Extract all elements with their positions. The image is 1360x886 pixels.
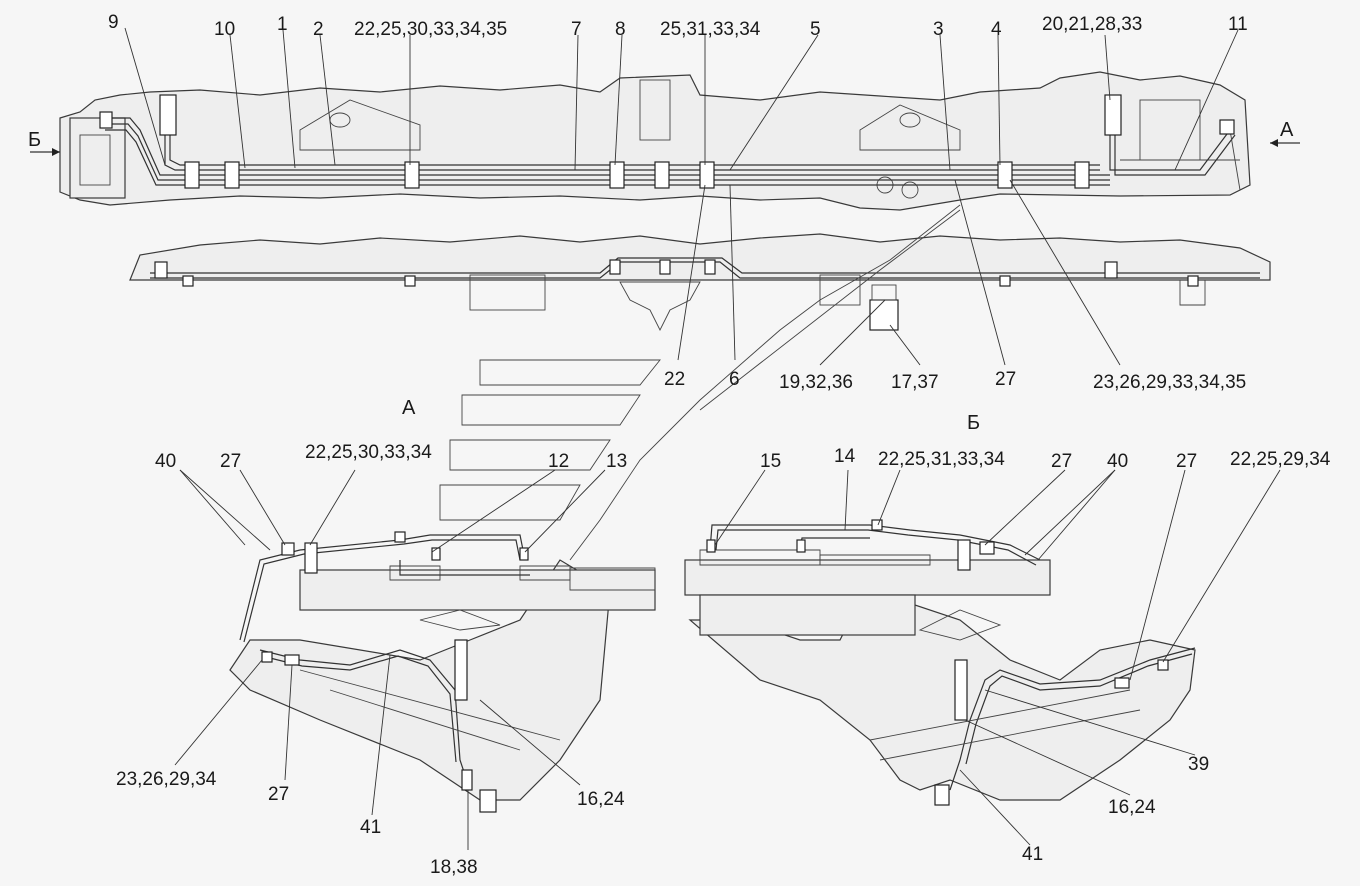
- center-hatch: [439, 204, 961, 561]
- label-39: 39: [1188, 754, 1209, 775]
- label-41: 41: [360, 817, 381, 838]
- middle-labels: 22 6 19,32,36 17,37 27 23,26,29,33,34,35: [664, 369, 1246, 393]
- label-23-26-29-33-34-35: 23,26,29,33,34,35: [1093, 372, 1246, 393]
- label-19-32-36: 19,32,36: [779, 372, 853, 393]
- label-27: 27: [995, 369, 1016, 390]
- label-20-21-28-33: 20,21,28,33: [1042, 14, 1142, 35]
- arrow-b-left: [30, 148, 60, 156]
- view-b-labels: 15 14 22,25,31,33,34 27 40 27 22,25,29,3…: [760, 446, 1331, 865]
- label-40: 40: [1107, 451, 1128, 472]
- view-b-title: Б: [967, 412, 980, 434]
- label-18-38: 18,38: [430, 857, 478, 878]
- label-22-25-30-33-34: 22,25,30,33,34: [305, 442, 432, 463]
- label-7: 7: [571, 19, 582, 40]
- label-22-25-29-34: 22,25,29,34: [1230, 449, 1331, 470]
- label-25-31-33-34: 25,31,33,34: [660, 19, 761, 40]
- view-a-labels: 40 27 22,25,30,33,34 12 13 23,26,29,34 2…: [116, 442, 627, 878]
- arrow-a-label: А: [1280, 119, 1294, 141]
- label-27: 27: [1176, 451, 1197, 472]
- label-16-24: 16,24: [1108, 797, 1156, 818]
- label-10: 10: [214, 19, 235, 40]
- label-9: 9: [108, 12, 119, 33]
- label-12: 12: [548, 451, 569, 472]
- label-5: 5: [810, 19, 821, 40]
- label-16-24: 16,24: [577, 789, 625, 810]
- label-23-26-29-34: 23,26,29,34: [116, 769, 217, 790]
- label-41: 41: [1022, 844, 1043, 865]
- label-22: 22: [664, 369, 685, 390]
- side-frame-view: [129, 233, 1271, 332]
- label-14: 14: [834, 446, 856, 467]
- arrow-a-right: [1270, 139, 1300, 147]
- arrow-b-label: Б: [28, 129, 41, 151]
- view-a-title: А: [402, 397, 416, 419]
- label-13: 13: [606, 451, 627, 472]
- label-17-37: 17,37: [891, 372, 939, 393]
- label-22-25-30-33-34-35: 22,25,30,33,34,35: [354, 19, 507, 40]
- label-4: 4: [991, 19, 1002, 40]
- leader-lines: [124, 27, 1281, 850]
- label-8: 8: [615, 19, 626, 40]
- label-27: 27: [268, 784, 289, 805]
- label-22-25-31-33-34: 22,25,31,33,34: [878, 449, 1005, 470]
- view-a-detail: [229, 531, 656, 813]
- label-27: 27: [1051, 451, 1072, 472]
- label-40: 40: [155, 451, 176, 472]
- label-2: 2: [313, 19, 324, 40]
- label-11: 11: [1228, 14, 1248, 35]
- label-15: 15: [760, 451, 781, 472]
- label-27: 27: [220, 451, 241, 472]
- label-1: 1: [277, 14, 288, 35]
- top-labels: 9 10 1 2 22,25,30,33,34,35 7 8 25,31,33,…: [108, 12, 1248, 40]
- label-3: 3: [933, 19, 944, 40]
- top-frame-view: Б А: [28, 71, 1300, 211]
- view-b-detail: [684, 519, 1196, 806]
- label-6: 6: [729, 369, 740, 390]
